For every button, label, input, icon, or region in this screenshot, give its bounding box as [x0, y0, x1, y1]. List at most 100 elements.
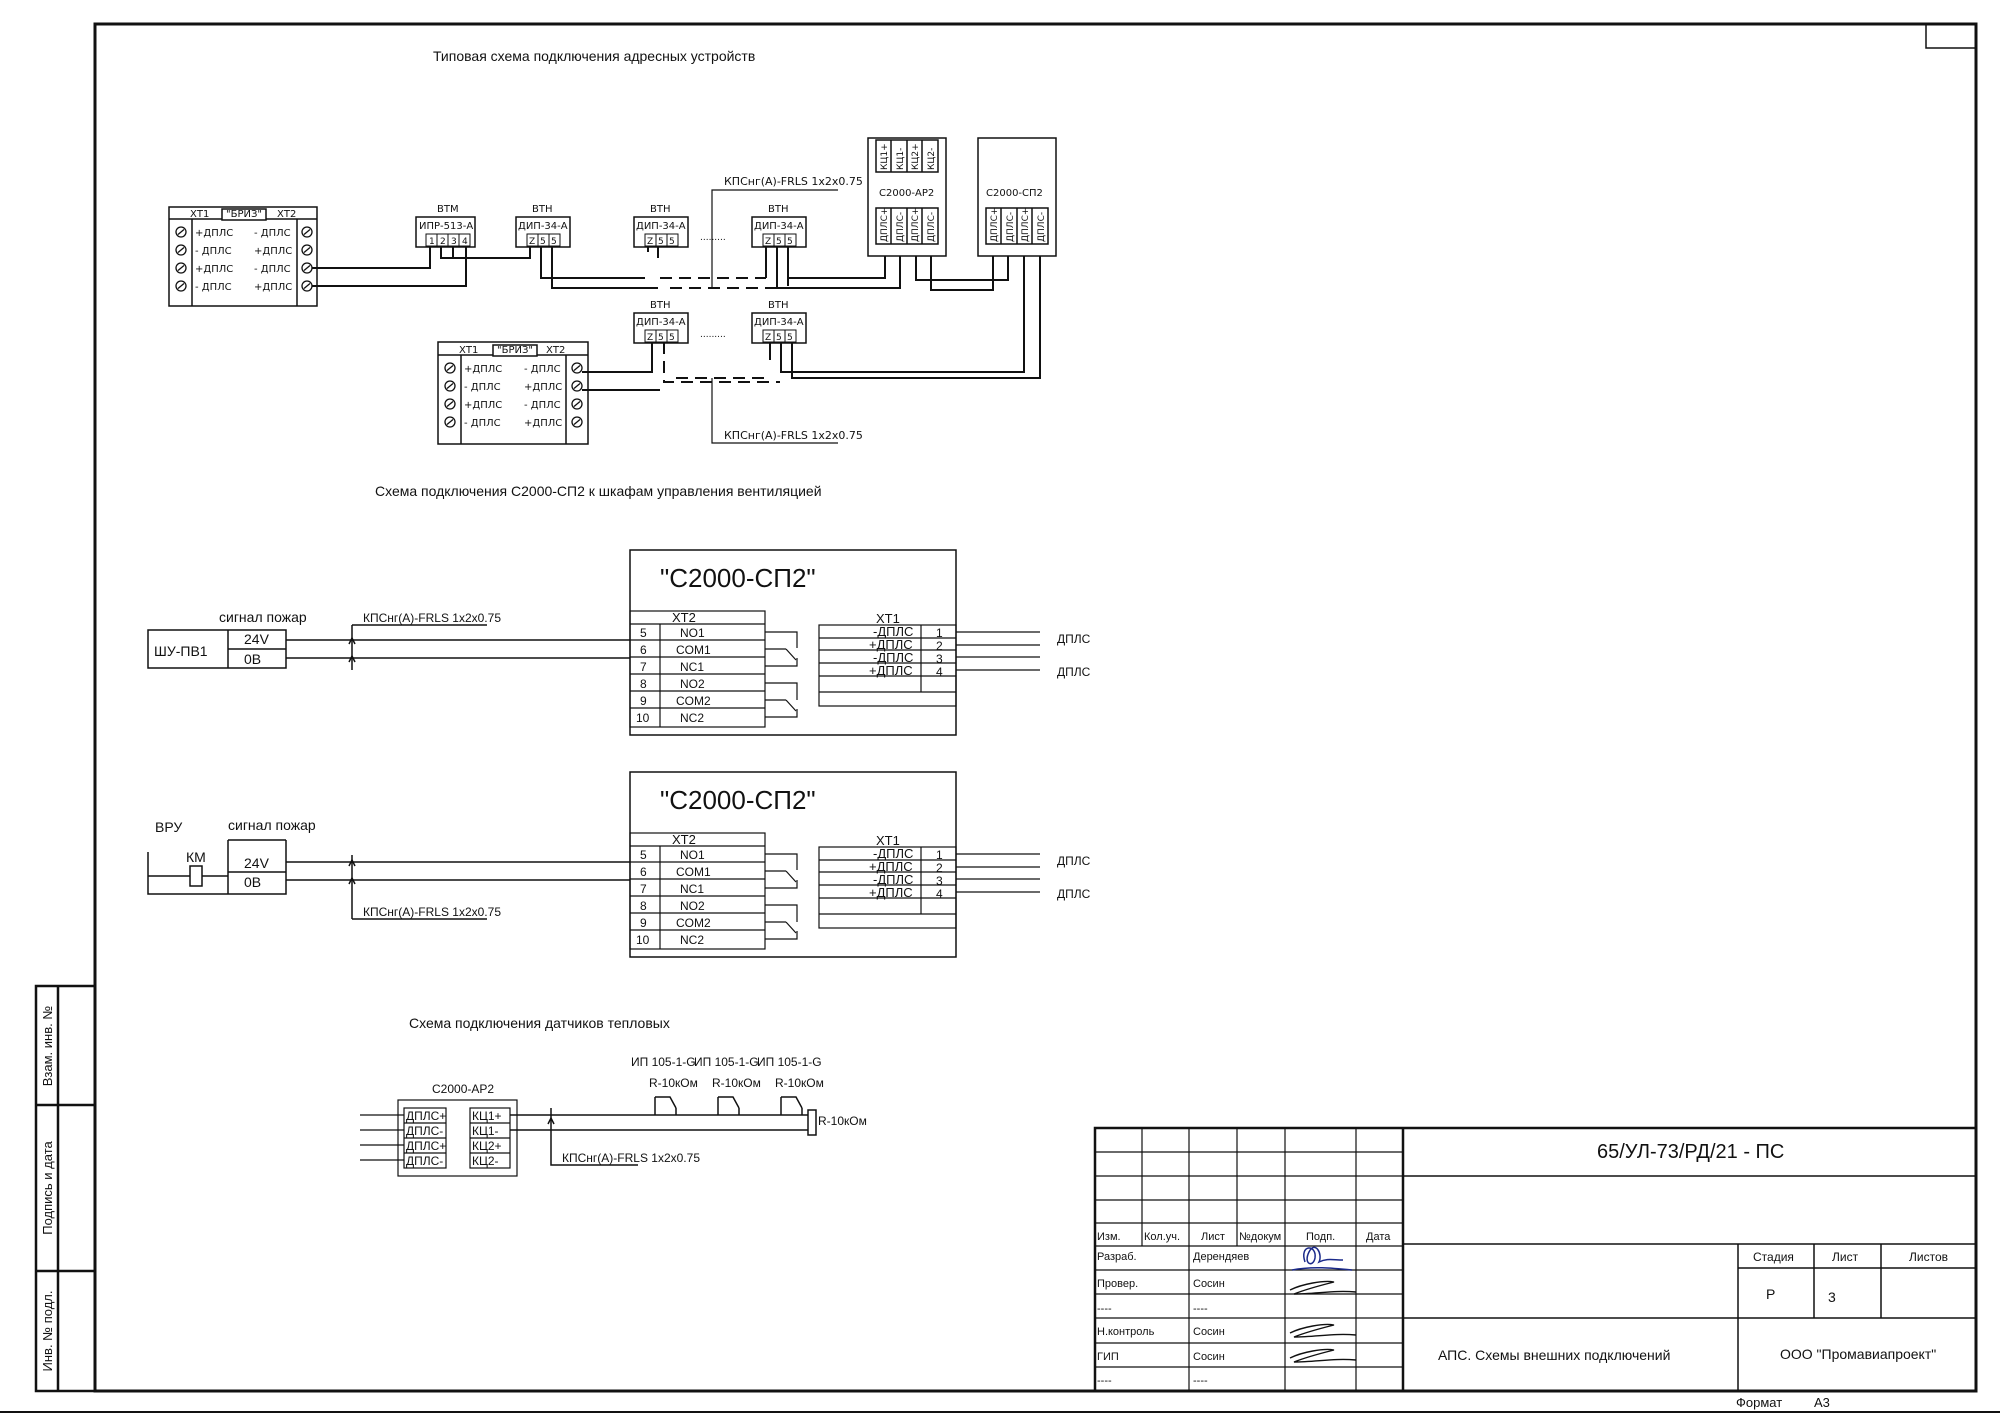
signature-scribble	[1289, 1280, 1357, 1363]
stamp-name: ----	[1193, 1375, 1208, 1387]
typical-scheme-title: Типовая схема подключения адресных устро…	[433, 48, 755, 64]
svg-text:ХТ1: ХТ1	[459, 345, 478, 356]
vent-cabinet-1: ШУ-ПВ1 сигнал пожар 24V 0В КПСнг(А)-FRLS…	[147, 609, 630, 670]
svg-text:ДПЛС+: ДПЛС+	[911, 208, 921, 242]
briz-right-pin: +ДПЛС	[254, 246, 292, 257]
svg-text:- ДПЛС: - ДПЛС	[464, 418, 501, 429]
svg-text:"БРИЗ": "БРИЗ"	[497, 345, 533, 356]
document-code: 65/УЛ-73/РД/21 - ПС	[1597, 1141, 1784, 1163]
stamp-name: Сосин	[1193, 1326, 1225, 1338]
svg-text:2: 2	[936, 639, 943, 653]
svg-text:NO1: NO1	[680, 626, 705, 640]
heat-scheme-title: Схема подключения датчиков тепловых	[409, 1015, 670, 1031]
voltage-24-label: 24V	[244, 631, 270, 647]
svg-text:ВТН: ВТН	[768, 204, 789, 215]
svg-text:NC2: NC2	[680, 933, 704, 947]
svg-text:6: 6	[640, 643, 647, 657]
cable-tag-bottom: КПСнг(А)-FRLS 1х2х0.75	[711, 378, 863, 444]
svg-text:ДПЛС: ДПЛС	[1057, 665, 1091, 679]
title-block: Изм. Кол.уч. Лист №докум Подп. Дата Разр…	[1093, 1126, 1978, 1393]
svg-text:NC1: NC1	[680, 660, 704, 674]
stamp-name: Сосин	[1193, 1278, 1225, 1290]
svg-text:+ДПЛС: +ДПЛС	[524, 418, 562, 429]
stage-value: Р	[1766, 1286, 1775, 1302]
stamp-role: Н.контроль	[1097, 1326, 1155, 1338]
svg-text:1: 1	[429, 237, 435, 247]
svg-text:- ДПЛС: - ДПЛС	[524, 364, 561, 375]
svg-text:Z: Z	[765, 237, 771, 247]
c2000-sp2-module-1: "С2000-СП2" ХТ2 ХТ1 5 6 7 8 9 10 NO1 COM…	[629, 549, 1091, 736]
svg-text:С2000-СП2: С2000-СП2	[986, 188, 1043, 199]
chain-dots: .........	[700, 233, 726, 243]
stamp-header: Лист	[1201, 1231, 1225, 1243]
svg-text:КЦ2+: КЦ2+	[911, 143, 921, 170]
signal-label: сигнал пожар	[219, 609, 307, 625]
stamp-role: ----	[1097, 1375, 1112, 1387]
svg-text:+ДПЛС: +ДПЛС	[464, 364, 502, 375]
svg-text:+ДПЛС: +ДПЛС	[869, 663, 913, 678]
svg-text:9: 9	[640, 694, 647, 708]
module-title: "С2000-СП2"	[660, 785, 816, 815]
svg-text:+ДПЛС: +ДПЛС	[869, 885, 913, 900]
svg-text:10: 10	[636, 933, 650, 947]
svg-text:КЦ1-: КЦ1-	[896, 148, 906, 170]
briz-left-pin: +ДПЛС	[195, 264, 233, 275]
side-vzam-label: Взам. инв. №	[40, 1006, 55, 1087]
svg-text:4: 4	[936, 665, 943, 679]
organization-name: ООО "Промавиапроект"	[1780, 1346, 1936, 1362]
svg-text:ДИП-34-А: ДИП-34-А	[754, 221, 804, 232]
side-signature-label: Подпись и дата	[40, 1140, 55, 1234]
voltage-24-label: 24V	[244, 855, 270, 871]
svg-text:ДПЛС+: ДПЛС+	[406, 1139, 446, 1153]
sensor-label: ИП 105-1-G	[757, 1055, 822, 1069]
svg-text:ДПЛС-: ДПЛС-	[896, 212, 906, 242]
svg-text:ДИП-34-А: ДИП-34-А	[636, 221, 686, 232]
svg-text:5: 5	[776, 237, 782, 247]
svg-text:8: 8	[640, 899, 647, 913]
svg-text:ВТН: ВТН	[532, 204, 553, 215]
svg-text:ДПЛС-: ДПЛС-	[406, 1154, 443, 1168]
svg-text:5: 5	[658, 237, 664, 247]
sensor-label: ИП 105-1-G	[694, 1055, 759, 1069]
svg-text:ДПЛС: ДПЛС	[1057, 632, 1091, 646]
svg-text:-ДПЛС: -ДПЛС	[873, 872, 913, 887]
svg-text:COM1: COM1	[676, 865, 711, 879]
stage-header: Стадия	[1753, 1250, 1794, 1264]
svg-text:Z: Z	[647, 237, 653, 247]
stamp-role: ----	[1097, 1303, 1112, 1315]
vent-cabinet-2: ВРУ сигнал пожар КМ 24V 0В КПСнг(А)-FRLS…	[147, 817, 630, 920]
svg-text:4: 4	[462, 237, 468, 247]
stamp-header: Изм.	[1097, 1231, 1121, 1243]
stamp-header: №докум	[1239, 1231, 1281, 1243]
c2000-ar2-heat: С2000-АР2 ДПЛС+ ДПЛС- ДПЛС+ ДПЛС- КЦ1+ К…	[360, 1082, 518, 1177]
end-resistor-label: R-10кОм	[818, 1114, 867, 1128]
svg-text:+ДПЛС: +ДПЛС	[464, 400, 502, 411]
dip-34-device: ВТН ДИП-34-А Z 5 5	[633, 204, 689, 248]
svg-text:3: 3	[936, 874, 943, 888]
svg-text:4: 4	[936, 887, 943, 901]
chain-dots: .........	[700, 330, 726, 340]
svg-text:ДИП-34-А: ДИП-34-А	[636, 317, 686, 328]
briz-left-pin: - ДПЛС	[195, 282, 232, 293]
briz-right-pin: - ДПЛС	[254, 264, 291, 275]
side-inv-label: Инв. № подл.	[40, 1291, 55, 1372]
format-label: Формат	[1736, 1395, 1782, 1410]
resistor-label: R-10кОм	[775, 1076, 824, 1090]
cable-label: КПСнг(А)-FRLS 1х2х0.75	[363, 611, 501, 625]
loop-wiring	[312, 246, 1041, 391]
svg-text:5: 5	[669, 237, 675, 247]
svg-text:КЦ2+: КЦ2+	[472, 1139, 502, 1153]
briz-name: "БРИЗ"	[226, 209, 262, 220]
svg-text:ХТ1: ХТ1	[876, 611, 900, 626]
svg-text:5: 5	[540, 237, 546, 247]
format-value: А3	[1814, 1395, 1830, 1410]
dip-34-device: ВТН ДИП-34-А Z 5 5	[515, 204, 571, 248]
briz-left-pin: - ДПЛС	[195, 246, 232, 257]
svg-text:ДПЛС+: ДПЛС+	[1021, 208, 1031, 242]
svg-text:ХТ2: ХТ2	[672, 832, 696, 847]
voltage-0-label: 0В	[244, 651, 261, 667]
resistor-label: R-10кОм	[649, 1076, 698, 1090]
svg-text:ДПЛС-: ДПЛС-	[406, 1124, 443, 1138]
